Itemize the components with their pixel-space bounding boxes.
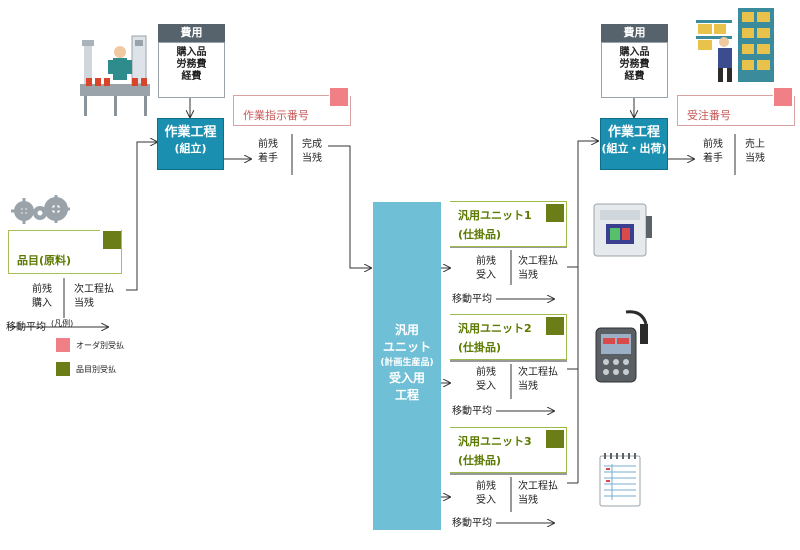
unit-1-right-2: 当残 <box>518 270 538 281</box>
unit-2-right-2: 当残 <box>518 381 538 392</box>
receiving-process-bar[interactable]: 汎用 ユニット (計画生産品) 受入用 工程 <box>373 202 441 530</box>
warehouse-worker-icon <box>696 8 774 82</box>
sales-order-marker <box>774 88 792 106</box>
shipping-process-subtitle: (組立・出荷) <box>601 142 667 155</box>
shipping-process-title: 作業工程 <box>607 125 660 140</box>
material-ledger-left-1: 前残 <box>32 284 52 295</box>
work-order-box: 作業指示番号 <box>233 88 351 126</box>
right-cost-items: 購入品 労務費 経費 <box>601 42 668 98</box>
measurement-device-icon <box>593 203 652 257</box>
assembly-ledger-left-1: 前残 <box>258 139 278 150</box>
unit-3-moving-average: 移動平均 <box>452 518 492 529</box>
right-cost-line-labor: 労務費 <box>619 59 650 70</box>
right-cost-line-expense: 経費 <box>624 71 645 82</box>
unit-3-name: 汎用ユニット3 <box>458 435 532 448</box>
material-ledger-right-2: 当残 <box>74 298 94 309</box>
unit-2-moving-average: 移動平均 <box>452 406 492 417</box>
unit-2-sub: (仕掛品) <box>458 341 502 354</box>
gears-icon <box>11 195 70 224</box>
material-moving-average: 移動平均 <box>6 322 46 333</box>
shipping-ledger-left-1: 前残 <box>703 139 723 150</box>
left-cost-header: 費用 <box>158 24 225 42</box>
unit-2-name: 汎用ユニット2 <box>458 322 532 335</box>
cost-line-expense: 経費 <box>181 71 202 82</box>
legend-order-swatch <box>56 338 70 352</box>
shipping-ledger-left-2: 着手 <box>703 153 723 164</box>
sales-order-label: 受注番号 <box>687 109 731 122</box>
cost-line-labor: 労務費 <box>176 59 207 70</box>
unit-1-right-1: 次工程払 <box>518 256 558 267</box>
right-cost-header: 費用 <box>601 24 668 42</box>
left-cost-items: 購入品 労務費 経費 <box>158 42 225 98</box>
work-order-label: 作業指示番号 <box>243 109 309 122</box>
unit-2-left-2: 受入 <box>476 381 496 392</box>
unit-1-item-marker <box>546 204 564 222</box>
shipping-ledger-right-2: 当残 <box>745 153 765 164</box>
receiving-line-2: ユニット <box>382 340 431 354</box>
notepad-icon <box>599 453 641 507</box>
assembly-process-subtitle: (組立) <box>174 142 207 155</box>
cost-line-purchase: 購入品 <box>176 47 207 58</box>
material-ledger-right-1: 次工程払 <box>74 284 114 295</box>
receiving-line-4: 受入用 <box>388 371 425 385</box>
unit-3-box[interactable]: 汎用ユニット3 (仕掛品) <box>450 427 567 473</box>
assembly-ledger-right-2: 当残 <box>302 153 322 164</box>
unit-3-right-1: 次工程払 <box>518 481 558 492</box>
material-ledger-left-2: 購入 <box>32 298 52 309</box>
receiving-line-5: 工程 <box>394 388 419 402</box>
order-marker <box>330 88 348 106</box>
receiving-line-3: (計画生産品) <box>380 358 434 368</box>
legend-item-label: 品目別受払 <box>76 365 116 374</box>
unit-1-name: 汎用ユニット1 <box>458 209 532 222</box>
unit-1-left-1: 前残 <box>476 256 496 267</box>
sales-order-box: 受注番号 <box>677 88 795 126</box>
unit-1-left-2: 受入 <box>476 270 496 281</box>
unit-2-left-1: 前残 <box>476 367 496 378</box>
legend-item-swatch <box>56 362 70 376</box>
unit-1-sub: (仕掛品) <box>458 228 502 241</box>
unit-2-right-1: 次工程払 <box>518 367 558 378</box>
assembly-ledger-right-1: 完成 <box>302 139 322 150</box>
material-item-label: 品目(原料) <box>17 254 72 267</box>
handheld-meter-icon <box>595 310 648 383</box>
unit-3-sub: (仕掛品) <box>458 454 502 467</box>
assembly-process-box[interactable]: 作業工程 (組立) <box>157 118 224 170</box>
unit-3-right-2: 当残 <box>518 495 538 506</box>
legend-order-label: オーダ別受払 <box>76 341 124 350</box>
assembly-process-title: 作業工程 <box>164 125 217 140</box>
legend-title: (凡例) <box>51 319 74 328</box>
unit-1-moving-average: 移動平均 <box>452 294 492 305</box>
right-cost-line-purchase: 購入品 <box>619 47 650 58</box>
sales-order-top-line <box>677 95 773 96</box>
material-item-box: 品目(原料) <box>8 230 122 274</box>
item-marker <box>103 231 121 249</box>
unit-2-item-marker <box>546 317 564 335</box>
assembly-ledger-left-2: 着手 <box>258 153 278 164</box>
unit-1-box[interactable]: 汎用ユニット1 (仕掛品) <box>450 201 567 247</box>
receiving-line-1: 汎用 <box>394 323 419 337</box>
shipping-ledger-right-1: 売上 <box>745 139 765 150</box>
factory-worker-icon <box>80 35 150 116</box>
unit-3-item-marker <box>546 430 564 448</box>
unit-3-left-1: 前残 <box>476 481 496 492</box>
shipping-process-box[interactable]: 作業工程 (組立・出荷) <box>600 118 668 170</box>
material-top-line <box>8 230 100 231</box>
unit-3-left-2: 受入 <box>476 495 496 506</box>
unit-2-box[interactable]: 汎用ユニット2 (仕掛品) <box>450 314 567 360</box>
work-order-top-line <box>233 95 329 96</box>
